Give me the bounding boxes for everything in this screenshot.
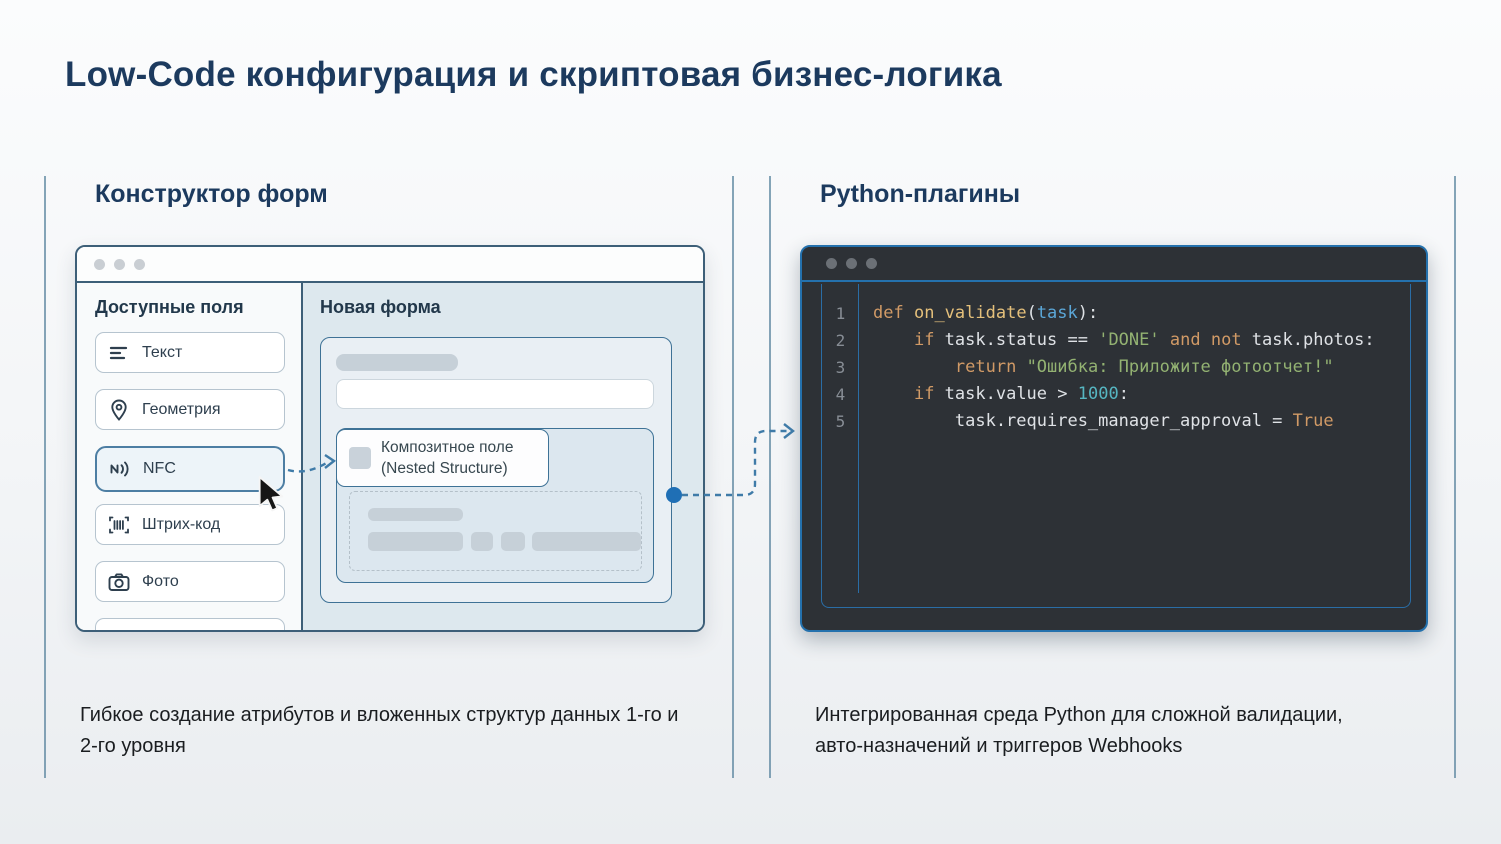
line-number: 5 [835, 412, 846, 431]
code-line: def on_validate(task): [873, 303, 1099, 323]
field-item-barcode[interactable]: Штрих-код [95, 504, 285, 545]
page-title: Low-Code конфигурация и скриптовая бизне… [65, 55, 1002, 94]
window-dot-icon [826, 258, 837, 269]
placeholder-label-bar [336, 354, 458, 371]
builder-body: Доступные поля Текст Геометрия [77, 283, 703, 630]
arrow-code-head [783, 423, 795, 439]
composite-field-tooltip: Композитное поле (Nested Structure) [336, 429, 549, 487]
composite-field-checkbox-placeholder [349, 447, 371, 469]
divider-line-left [44, 176, 46, 778]
code-lines: def on_validate(task): if task.status ==… [859, 284, 1375, 607]
gutter-separator [857, 284, 859, 593]
left-section-header: Конструктор форм [95, 180, 328, 208]
right-caption: Интегрированная среда Python для сложной… [815, 704, 1343, 757]
code-gutter: 1 2 3 4 5 [822, 284, 859, 607]
available-fields-column: Доступные поля Текст Геометрия [77, 283, 303, 630]
window-dot-icon [94, 258, 105, 270]
placeholder-input-field[interactable] [336, 379, 654, 409]
field-item-partial[interactable] [95, 618, 285, 630]
location-pin-icon [111, 399, 127, 421]
composite-field-block[interactable]: Композитное поле (Nested Structure) [336, 428, 654, 583]
placeholder-bar [532, 532, 641, 551]
form-canvas: Композитное поле (Nested Structure) [320, 337, 672, 603]
field-item-geometry[interactable]: Геометрия [95, 389, 285, 430]
placeholder-bar [471, 532, 493, 551]
field-item-photo[interactable]: Фото [95, 561, 285, 602]
composite-field-title: Композитное поле [381, 439, 514, 456]
divider-line-right [1454, 176, 1456, 778]
line-number: 1 [835, 304, 846, 323]
window-dot-icon [846, 258, 857, 269]
field-item-label: Штрих-код [142, 515, 221, 533]
camera-icon [108, 572, 130, 591]
line-number: 3 [835, 358, 846, 377]
new-form-column: Новая форма Композитное поле (Nested Str… [303, 283, 703, 630]
right-section-header: Python-плагины [820, 180, 1021, 208]
code-line: task.requires_manager_approval = True [873, 411, 1334, 431]
cursor-icon [258, 476, 284, 512]
line-number: 4 [835, 385, 846, 404]
code-editor-area[interactable]: 1 2 3 4 5 def on_validate(task): if task.sta… [821, 284, 1411, 608]
field-item-nfc[interactable]: NFC [95, 446, 285, 492]
window-dot-icon [866, 258, 877, 269]
left-caption: Гибкое создание атрибутов и вложенных ст… [80, 704, 679, 757]
window-dot-icon [134, 258, 145, 270]
field-item-label: Геометрия [142, 400, 221, 418]
placeholder-bar [368, 532, 463, 551]
window-dot-icon [114, 258, 125, 270]
placeholder-bar [501, 532, 525, 551]
nested-structure-dropzone [349, 491, 642, 571]
form-builder-window: Доступные поля Текст Геометрия [75, 245, 705, 632]
field-item-label: Фото [142, 572, 179, 590]
composite-field-subtitle: (Nested Structure) [381, 460, 508, 477]
code-line: return "Ошибка: Приложите фотоотчет!" [954, 357, 1334, 377]
python-code-window: 1 2 3 4 5 def on_validate(task): if task.sta… [800, 245, 1428, 632]
barcode-icon [109, 516, 129, 533]
nfc-icon [110, 461, 129, 477]
text-lines-icon [109, 346, 128, 359]
code-line: if task.status == 'DONE' and not task.ph… [913, 330, 1375, 350]
divider-line-mid-right [769, 176, 771, 778]
field-item-label: NFC [143, 460, 176, 477]
field-item-text[interactable]: Текст [95, 332, 285, 373]
divider-line-mid-left [732, 176, 734, 778]
builder-titlebar [77, 247, 703, 283]
field-item-label: Текст [142, 343, 183, 361]
code-line: if task.value > 1000: [913, 384, 1129, 404]
code-titlebar [802, 247, 1426, 282]
connector-dot [666, 487, 682, 503]
line-number: 2 [835, 331, 846, 350]
fields-column-title: Доступные поля [95, 297, 244, 317]
composite-field-text: Композитное поле (Nested Structure) [381, 437, 513, 479]
form-column-title: Новая форма [320, 297, 441, 317]
placeholder-bar [368, 508, 463, 521]
